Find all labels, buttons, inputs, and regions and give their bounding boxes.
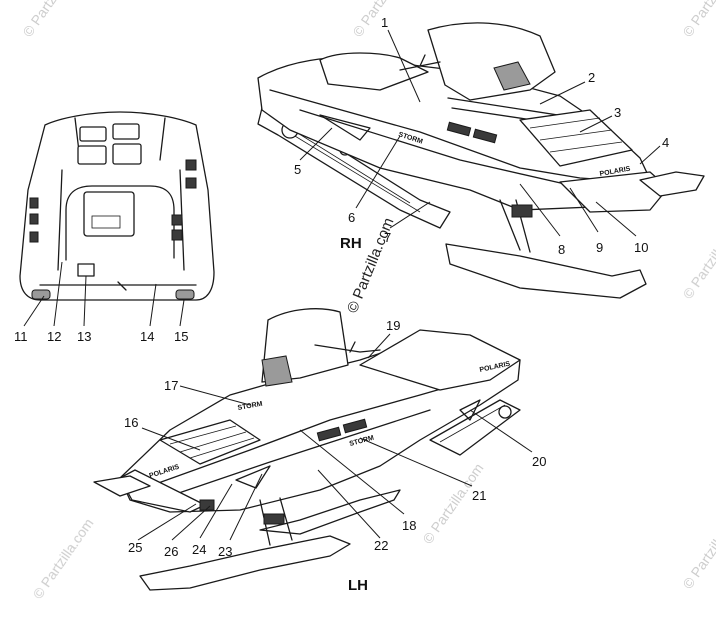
decal-storm-lh-console: STORM — [237, 401, 263, 412]
callout-11: 11 — [14, 329, 28, 344]
watermark-mid-right: © Partzilla.com — [679, 215, 716, 301]
callout-15: 15 — [174, 329, 188, 344]
watermark-top-left: © Partzilla.com — [19, 0, 86, 40]
callout-leaders — [23, 29, 661, 541]
watermark-top-right: © Partzilla.com — [679, 0, 716, 40]
callout-8: 8 — [558, 242, 565, 257]
callout-22: 22 — [374, 538, 388, 553]
callout-12: 12 — [47, 329, 61, 344]
callout-5: 5 — [294, 162, 301, 177]
callout-14: 14 — [140, 329, 154, 344]
callout-23: 23 — [218, 544, 232, 559]
callout-19: 19 — [386, 318, 400, 333]
callout-2: 2 — [588, 70, 595, 85]
callout-1: 1 — [381, 15, 388, 30]
callout-18: 18 — [402, 518, 416, 533]
callout-numbers: 1 2 3 4 5 6 7 8 9 10 11 12 13 14 15 16 1… — [14, 15, 669, 559]
sled-right-hand-view: STORM POLARIS RH — [257, 22, 705, 299]
callout-4: 4 — [662, 135, 669, 150]
callout-24: 24 — [192, 542, 206, 557]
callout-16: 16 — [124, 415, 138, 430]
callout-7: 7 — [384, 230, 391, 245]
label-rh: RH — [340, 235, 362, 252]
callout-9: 9 — [596, 240, 603, 255]
callout-6: 6 — [348, 210, 355, 225]
callout-10: 10 — [634, 240, 648, 255]
watermark-bottom-right: © Partzilla.com — [679, 505, 716, 591]
callout-26: 26 — [164, 544, 178, 559]
callout-17: 17 — [164, 378, 178, 393]
callout-3: 3 — [614, 105, 621, 120]
watermark-bottom-left: © Partzilla.com — [29, 515, 96, 601]
watermark-low-center: © Partzilla.com — [419, 460, 486, 546]
callout-21: 21 — [472, 488, 486, 503]
callout-13: 13 — [77, 329, 91, 344]
sled-left-hand-view: STORM STORM POLARIS POLARIS LH — [93, 308, 521, 594]
callout-20: 20 — [532, 454, 546, 469]
label-lh: LH — [348, 577, 368, 594]
callout-25: 25 — [128, 540, 142, 555]
hood-front-view — [19, 111, 215, 301]
